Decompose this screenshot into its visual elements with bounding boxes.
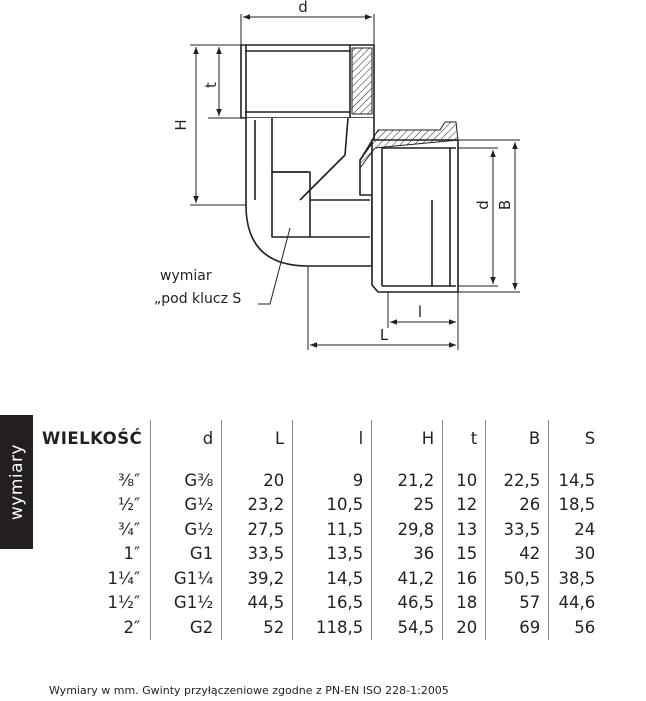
cell-B: 50,5: [485, 566, 549, 591]
cell-L: 23,2: [221, 492, 293, 517]
side-tab-label: wymiary: [6, 443, 27, 521]
cell-H: 36: [371, 541, 443, 566]
header-L: L: [221, 420, 293, 456]
header-B: B: [485, 420, 549, 456]
table-spacer: [40, 456, 604, 468]
cell-size: 2″: [123, 617, 141, 637]
cell-size: 1¼″: [107, 568, 141, 588]
cell-L: 20: [221, 468, 293, 493]
male-thread-hatch: [351, 47, 373, 115]
cell-H: 29,8: [371, 517, 443, 542]
cell-S: 30: [548, 541, 604, 566]
header-d: d: [150, 420, 222, 456]
cell-L: 33,5: [221, 541, 293, 566]
cell-t: 12: [442, 492, 486, 517]
elbow-technical-drawing: d t H d B l L wymiar „pod klucz S: [154, 0, 520, 350]
dim-label-B: B: [496, 200, 514, 210]
dim-label-d-right: d: [474, 200, 492, 210]
table-header-row: WIELKOŚĆ d L l H t B S: [40, 420, 604, 456]
cell-l: 11,5: [292, 517, 372, 542]
header-l: l: [292, 420, 372, 456]
cell-H: 21,2: [371, 468, 443, 493]
cell-t: 10: [442, 468, 486, 493]
cell-l: 16,5: [292, 590, 372, 615]
cell-B: 26: [485, 492, 549, 517]
cell-B: 33,5: [485, 517, 549, 542]
cell-B: 69: [485, 615, 549, 640]
cell-d: G⅜: [150, 468, 222, 493]
cell-d: G1¼: [150, 566, 222, 591]
header-size: WIELKOŚĆ: [42, 428, 143, 448]
cell-S: 24: [548, 517, 604, 542]
callout-line-2: „pod klucz S: [154, 291, 241, 307]
dim-label-L: L: [380, 326, 389, 344]
cell-l: 9: [292, 468, 372, 493]
dim-label-l: l: [418, 303, 422, 321]
cell-d: G2: [150, 615, 222, 640]
cell-d: G½: [150, 492, 222, 517]
cell-size: ¾″: [118, 519, 141, 539]
cell-size: 1½″: [107, 593, 141, 613]
cell-L: 27,5: [221, 517, 293, 542]
cell-S: 14,5: [548, 468, 604, 493]
cell-H: 46,5: [371, 590, 443, 615]
cell-l: 13,5: [292, 541, 372, 566]
female-socket-body: [371, 139, 459, 293]
cell-L: 44,5: [221, 590, 293, 615]
cell-t: 16: [442, 566, 486, 591]
side-tab: wymiary: [0, 415, 33, 549]
header-S: S: [548, 420, 604, 456]
cell-S: 38,5: [548, 566, 604, 591]
wrench-callout-leader: [258, 227, 291, 305]
cell-size: 1″: [123, 544, 141, 564]
cell-t: 15: [442, 541, 486, 566]
cell-B: 57: [485, 590, 549, 615]
cell-size: ⅜″: [118, 470, 141, 490]
cell-H: 25: [371, 492, 443, 517]
cell-d: G½: [150, 517, 222, 542]
inner-bore: [271, 171, 311, 238]
cell-H: 41,2: [371, 566, 443, 591]
cell-t: 20: [442, 615, 486, 640]
header-H: H: [371, 420, 443, 456]
cell-S: 44,6: [548, 590, 604, 615]
cell-S: 56: [548, 615, 604, 640]
cell-d: G1½: [150, 590, 222, 615]
dim-label-H: H: [172, 119, 190, 130]
footnote: Wymiary w mm. Gwinty przyłączeniowe zgod…: [49, 684, 449, 697]
cell-d: G1: [150, 541, 222, 566]
cell-size: ½″: [118, 495, 141, 515]
socket-hatch: [359, 121, 459, 169]
cell-B: 42: [485, 541, 549, 566]
dim-label-t: t: [202, 82, 220, 88]
cell-l: 14,5: [292, 566, 372, 591]
cell-l: 118,5: [292, 615, 372, 640]
cell-B: 22,5: [485, 468, 549, 493]
callout-line-1: wymiar: [160, 268, 212, 284]
cell-L: 52: [221, 615, 293, 640]
cell-l: 10,5: [292, 492, 372, 517]
cell-L: 39,2: [221, 566, 293, 591]
cell-S: 18,5: [548, 492, 604, 517]
cell-t: 18: [442, 590, 486, 615]
dim-label-d-top: d: [298, 0, 308, 16]
cell-t: 13: [442, 517, 486, 542]
header-t: t: [442, 420, 486, 456]
cell-H: 54,5: [371, 615, 443, 640]
